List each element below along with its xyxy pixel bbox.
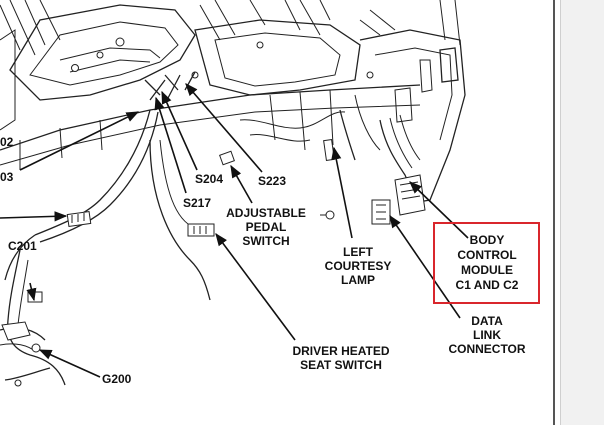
bcm-highlight-box xyxy=(433,222,540,304)
label-s217: S217 xyxy=(183,196,211,210)
leader-s204 xyxy=(161,90,198,171)
label-pedal-line3: SWITCH xyxy=(242,234,289,248)
leader-s217 xyxy=(154,96,187,194)
leader-bcm xyxy=(409,181,469,239)
label-c203: 03 xyxy=(0,170,14,184)
leader-left-connector xyxy=(0,211,68,222)
leader-c201 xyxy=(26,282,37,302)
label-bcm-line3: MODULE xyxy=(461,263,513,277)
label-s204: S204 xyxy=(195,172,223,186)
leader-s223 xyxy=(185,83,263,173)
g200-bracket xyxy=(1,321,31,341)
label-seat-line2: SEAT SWITCH xyxy=(300,358,382,372)
label-g200: G200 xyxy=(102,372,132,386)
leader-g200 xyxy=(38,349,101,378)
leader-lines xyxy=(0,83,469,378)
label-c201: C201 xyxy=(8,239,37,253)
dashboard-structure xyxy=(0,0,466,220)
connector-left xyxy=(66,210,92,228)
adjustable-pedal-switch-connector xyxy=(219,150,235,166)
document-page-edge xyxy=(553,0,555,425)
label-lamp-line1: LEFT xyxy=(343,245,374,259)
label-seat-line1: DRIVER HEATED xyxy=(292,344,389,358)
label-lamp-line2: COURTESY xyxy=(325,259,392,273)
c201-connector xyxy=(27,291,43,303)
wiring-harness xyxy=(0,94,421,386)
label-lamp-line3: LAMP xyxy=(341,273,375,287)
leader-c203 xyxy=(19,111,140,171)
leader-courtesy-lamp xyxy=(331,146,353,239)
label-pedal-line1: ADJUSTABLE xyxy=(226,206,306,220)
leader-adjustable-pedal xyxy=(230,164,253,204)
viewer-scrollbar[interactable] xyxy=(560,0,604,425)
label-dlc-line2: LINK xyxy=(473,328,501,342)
leader-dlc xyxy=(389,214,461,319)
body-control-module xyxy=(394,174,426,216)
label-s223: S223 xyxy=(258,174,286,188)
g200-ground-bolt xyxy=(31,343,41,353)
label-pedal-line2: PEDAL xyxy=(246,220,287,234)
label-dlc-line3: CONNECTOR xyxy=(448,342,525,356)
labels: 02 03 S204 S223 S217 ADJUSTABLE PEDAL SW… xyxy=(0,135,526,386)
leader-seat-switch xyxy=(215,232,296,341)
label-bcm-line2: CONTROL xyxy=(457,248,516,262)
wiring-diagram: 02 03 S204 S223 S217 ADJUSTABLE PEDAL SW… xyxy=(0,0,540,387)
label-dlc-line1: DATA xyxy=(471,314,503,328)
label-bcm-line4: C1 AND C2 xyxy=(456,278,519,292)
label-bcm-line1: BODY xyxy=(470,233,505,247)
ground-eyelet xyxy=(14,379,22,387)
label-c202: 02 xyxy=(0,135,14,149)
driver-heated-seat-switch-connector xyxy=(187,223,215,237)
